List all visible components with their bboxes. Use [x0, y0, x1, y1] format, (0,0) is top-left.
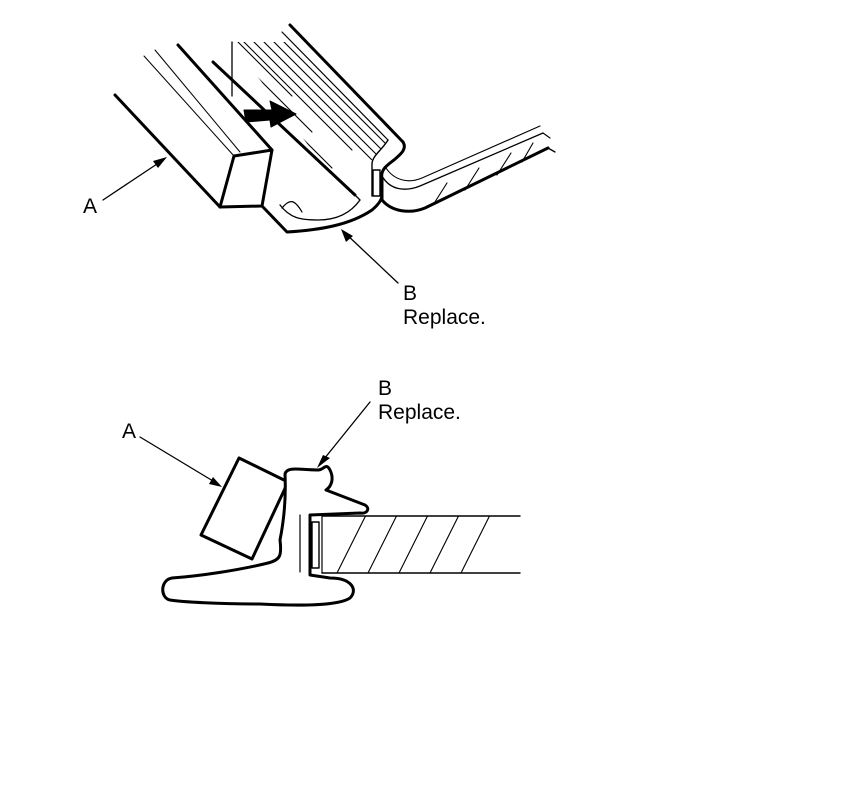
top-callout-a-letter: A	[83, 195, 98, 218]
section-view	[139, 401, 521, 607]
retaining-clip	[372, 169, 381, 197]
top-callout-b: B Replace.	[403, 282, 486, 330]
top-leader-a	[102, 159, 164, 201]
top-view	[102, 23, 556, 284]
insertion-arrow	[243, 100, 297, 128]
top-leader-b	[344, 232, 399, 284]
section-leader-b	[319, 401, 371, 465]
section-part-a	[199, 456, 290, 561]
section-callout-a: A	[122, 420, 136, 444]
section-part-b	[161, 464, 370, 607]
section-clip	[311, 521, 320, 569]
section-callout-b-note: Replace.	[378, 401, 461, 424]
top-callout-b-letter: B	[403, 282, 418, 305]
part-a-bar	[113, 43, 274, 209]
top-callout-a: A	[83, 195, 97, 219]
top-callout-b-note: Replace.	[403, 306, 486, 329]
section-callout-b: B Replace.	[378, 377, 461, 425]
section-leader-a	[139, 436, 219, 485]
section-callout-a-letter: A	[122, 420, 137, 443]
top-glass-panel	[380, 125, 556, 213]
section-callout-b-letter: B	[378, 377, 393, 400]
section-glass-panel	[321, 515, 521, 574]
